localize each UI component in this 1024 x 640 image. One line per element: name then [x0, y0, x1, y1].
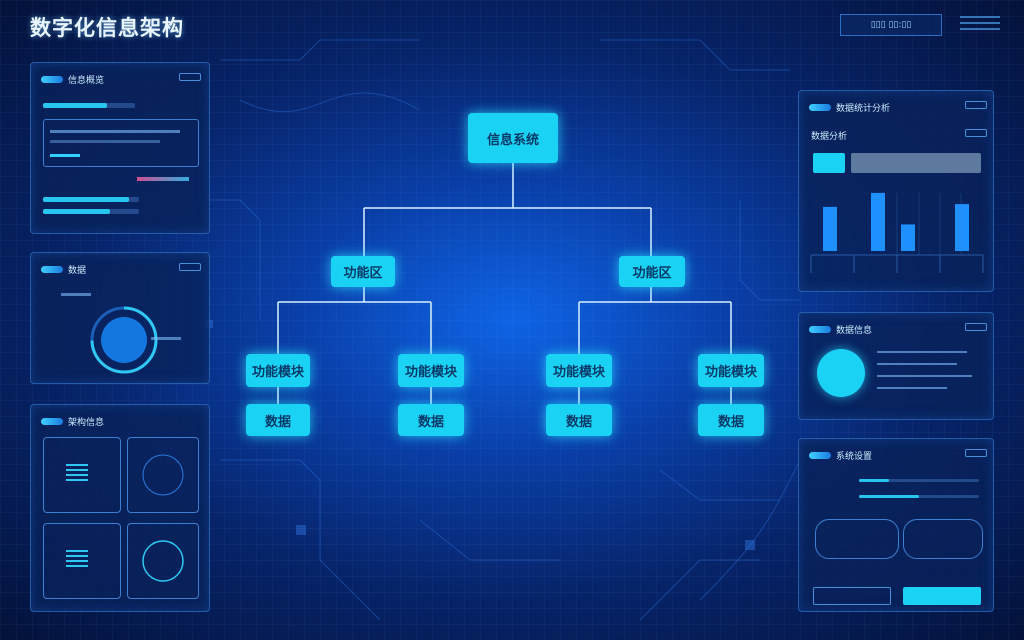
- tree-module-2[interactable]: 功能模块: [398, 354, 464, 387]
- stat-bar-1: [43, 197, 139, 202]
- tree-branch-left[interactable]: 功能区: [331, 256, 395, 287]
- panel-badge-icon: [41, 76, 63, 83]
- data-circle-icon: [817, 349, 865, 397]
- panel-header: 架构信息: [41, 415, 104, 428]
- panel-title: 信息概览: [68, 76, 105, 86]
- tree-leaf-4[interactable]: 数据: [698, 404, 764, 436]
- setting-card-1[interactable]: [815, 519, 899, 559]
- tree-leaf-3[interactable]: 数据: [546, 404, 612, 436]
- panel-title: 数据信息: [836, 326, 873, 336]
- panel-badge-icon: [41, 266, 63, 273]
- sub-card-3: [43, 523, 121, 599]
- tree-branch-right[interactable]: 功能区: [619, 256, 685, 287]
- progress-bar-fill: [43, 103, 108, 108]
- progress-bar: [43, 103, 135, 108]
- panel-subtitle: 数据分析: [811, 132, 848, 142]
- panel-settings: 系统设置: [798, 438, 994, 612]
- chart-bar-4: [955, 204, 969, 251]
- info-lines: [877, 351, 977, 389]
- panel-badge-icon: [809, 104, 831, 111]
- setting-card-2[interactable]: [903, 519, 983, 559]
- page-title: 数字化信息架构: [30, 16, 184, 40]
- panel-menu-button[interactable]: [965, 323, 987, 331]
- tree-module-4[interactable]: 功能模块: [698, 354, 764, 387]
- setting-slider-1[interactable]: [859, 479, 979, 482]
- panel-header: 信息概览: [41, 73, 104, 86]
- panel-data-info: 数据信息: [798, 312, 994, 420]
- panel-title: 数据统计分析: [836, 104, 891, 114]
- panel-badge-icon: [41, 418, 63, 425]
- panel-statistics: 数据统计分析 数据分析: [798, 90, 994, 292]
- tag-row: [137, 177, 189, 181]
- chart-bar-2: [871, 192, 885, 251]
- sub-card-1: [43, 437, 121, 513]
- setting-slider-1-fill: [859, 479, 889, 482]
- tree-leaf-2[interactable]: 数据: [398, 404, 464, 436]
- filter-tab-bar[interactable]: [851, 153, 981, 173]
- panel-header: 系统设置: [809, 449, 872, 462]
- panel-menu-button[interactable]: [179, 263, 201, 271]
- panel-title: 系统设置: [836, 452, 873, 462]
- bar-chart: [810, 192, 984, 273]
- panel-header: 数据信息: [809, 323, 872, 336]
- tree-module-3[interactable]: 功能模块: [546, 354, 612, 387]
- panel-menu-button[interactable]: [965, 449, 987, 457]
- panel-menu-button[interactable]: [179, 73, 201, 81]
- confirm-button[interactable]: [903, 587, 981, 605]
- legend-lines: [61, 293, 91, 296]
- panel-badge-icon: [809, 452, 831, 459]
- stat-bar-2-fill: [43, 209, 111, 214]
- panel-header: 数据: [41, 263, 86, 276]
- tree-module-1[interactable]: 功能模块: [246, 354, 310, 387]
- tree-leaf-1[interactable]: 数据: [246, 404, 310, 436]
- chart-bar-3: [901, 224, 915, 251]
- panel-architecture: 架构信息: [30, 404, 210, 612]
- tree-root-node[interactable]: 信息系统: [468, 113, 558, 163]
- legend-lines: [151, 337, 181, 340]
- sub-card-2: [127, 437, 199, 513]
- chart-bar-1: [823, 206, 837, 251]
- panel-title: 数据: [68, 266, 87, 276]
- stat-bar-2: [43, 209, 139, 214]
- top-status-box: ▯▯▯ ▯▯:▯▯: [840, 14, 942, 36]
- panel-badge-icon: [809, 326, 831, 333]
- panel-title: 架构信息: [68, 418, 105, 428]
- stat-bar-1-fill: [43, 197, 130, 202]
- circle-gauge-icon: [90, 306, 158, 374]
- panel-option-button[interactable]: [965, 129, 987, 137]
- top-right-indicator: [960, 16, 1000, 30]
- panel-menu-button[interactable]: [965, 101, 987, 109]
- filter-tab-active[interactable]: [813, 153, 845, 173]
- cancel-button[interactable]: [813, 587, 891, 605]
- panel-header: 数据统计分析: [809, 101, 890, 114]
- setting-slider-2-fill: [859, 495, 919, 498]
- setting-slider-2[interactable]: [859, 495, 979, 498]
- info-box: [43, 119, 199, 167]
- panel-data: 数据: [30, 252, 210, 384]
- sub-card-4: [127, 523, 199, 599]
- panel-overview: 信息概览: [30, 62, 210, 234]
